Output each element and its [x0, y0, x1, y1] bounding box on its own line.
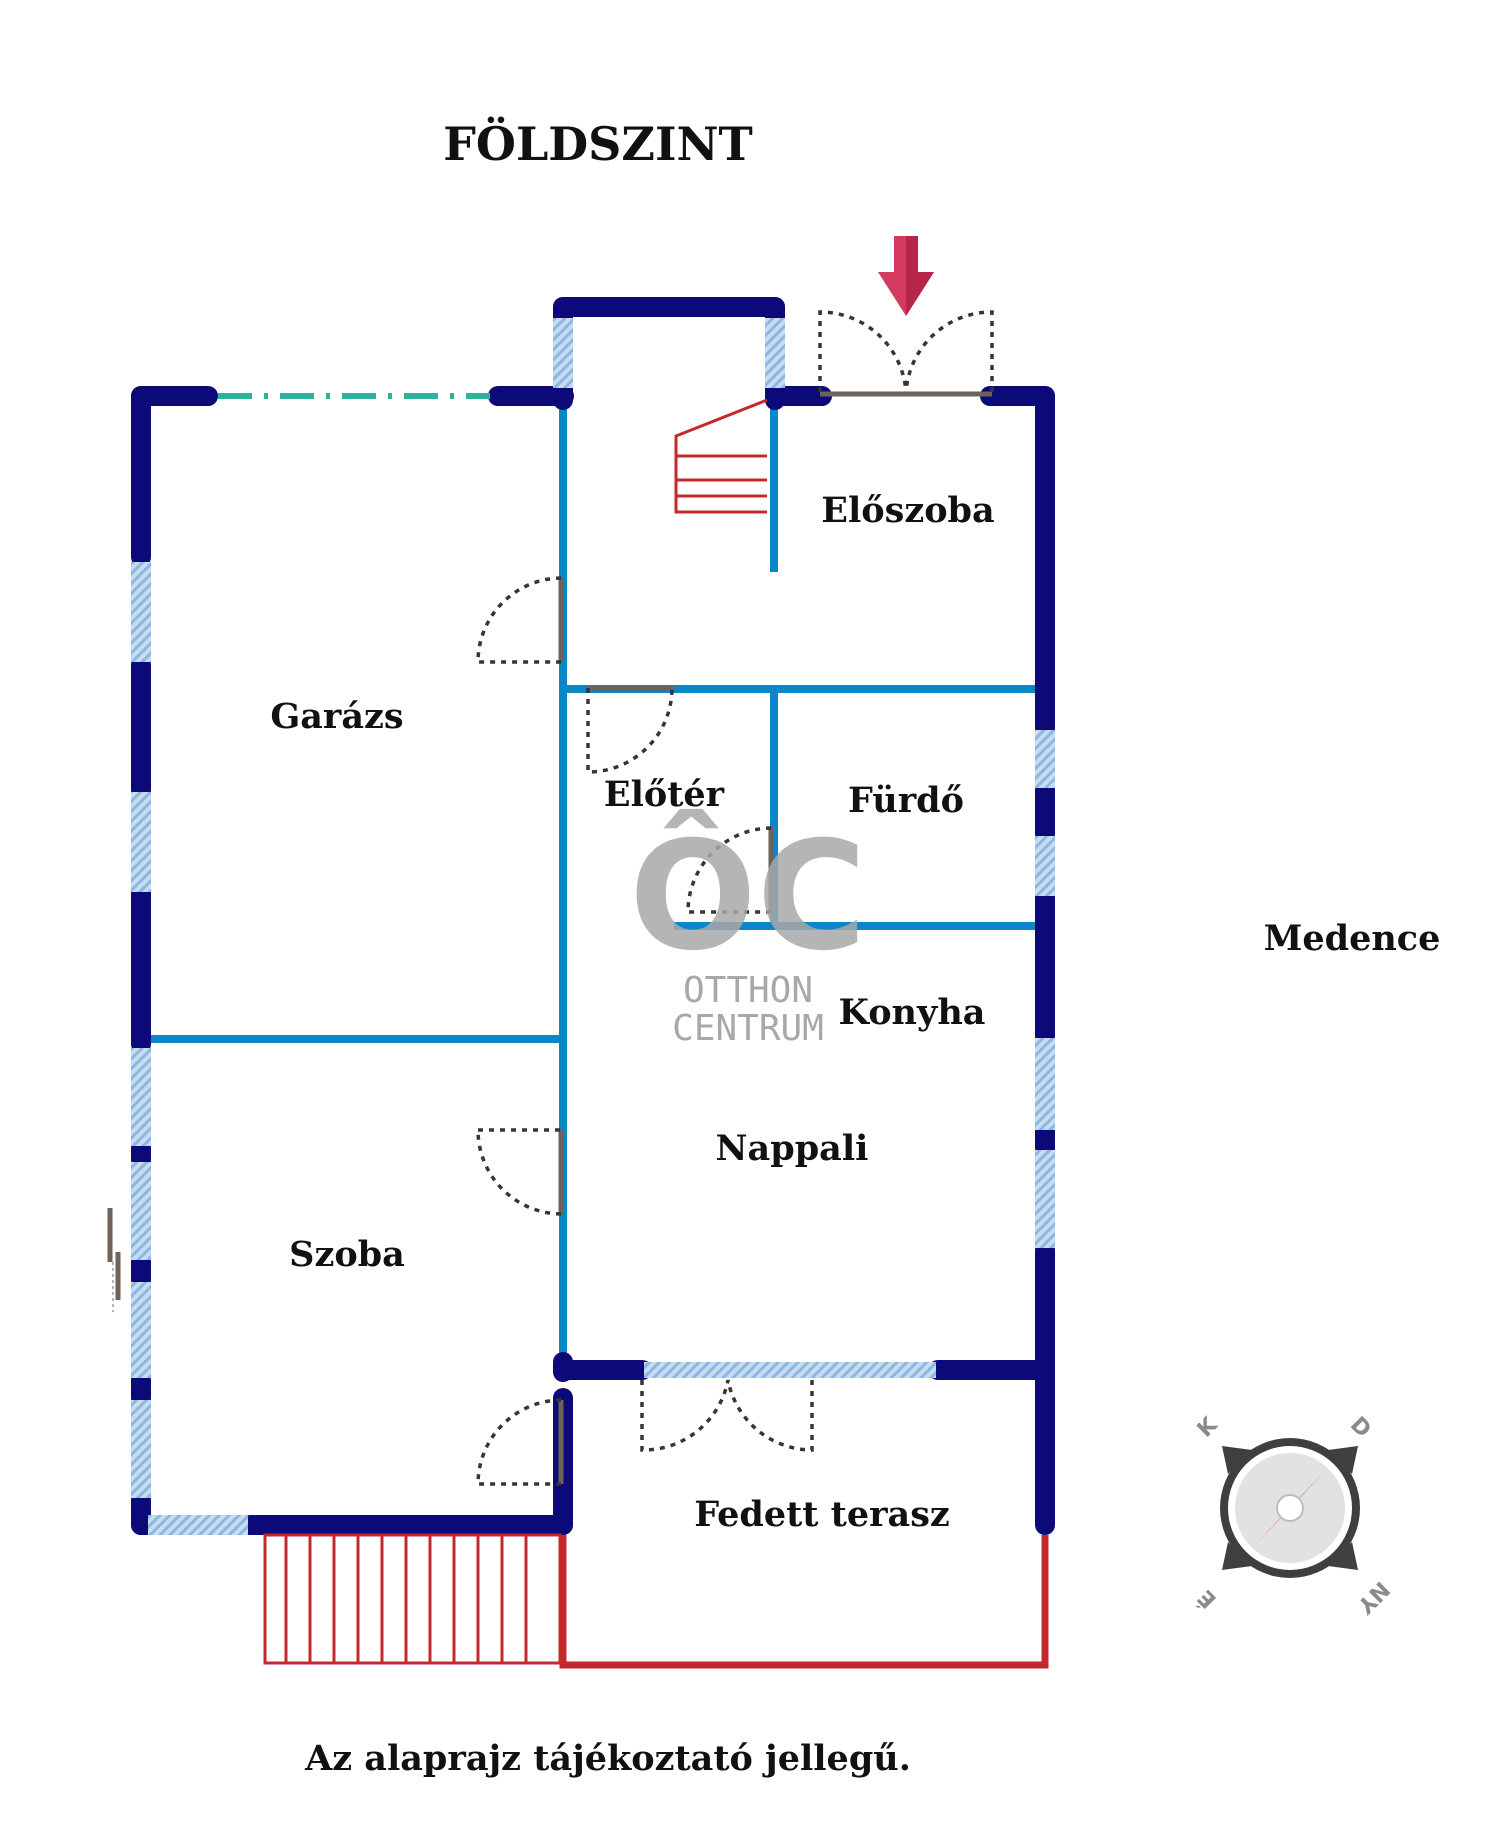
- outer-steps: [263, 1533, 562, 1665]
- compass-east: K: [1193, 1412, 1223, 1442]
- room-label-vestibule: Előtér: [604, 774, 725, 815]
- entrance-arrow-icon: [878, 236, 934, 316]
- compass-south: D: [1345, 1412, 1376, 1443]
- compass-icon: É D K NY: [1193, 1412, 1394, 1619]
- watermark-logo: ÔC: [629, 809, 867, 984]
- exterior-walls: [131, 297, 1055, 1535]
- room-label-living: Nappali: [716, 1128, 869, 1169]
- compass-north: É: [1193, 1584, 1222, 1613]
- room-label-bathroom: Fürdő: [848, 780, 964, 821]
- doors: [107, 310, 994, 1486]
- room-label-pool: Medence: [1264, 918, 1441, 959]
- windows: [131, 318, 1055, 1535]
- compass-west: NY: [1351, 1576, 1394, 1619]
- room-label-terrace: Fedett terasz: [694, 1494, 950, 1535]
- terrace-outline: [559, 1535, 1049, 1669]
- disclaimer-note: Az alaprajz tájékoztató jellegű.: [304, 1738, 911, 1779]
- room-label-garage: Garázs: [270, 696, 403, 737]
- room-label-bedroom: Szoba: [289, 1234, 405, 1275]
- room-label-kitchen: Konyha: [839, 992, 986, 1033]
- floor-title: FÖLDSZINT: [443, 116, 753, 171]
- room-label-hall: Előszoba: [821, 490, 994, 531]
- watermark-line2: CENTRUM: [672, 1008, 824, 1049]
- interior-walls: [144, 400, 1036, 1362]
- watermark-line1: OTTHON: [683, 970, 813, 1011]
- watermark: ÔC OTTHON CENTRUM: [629, 809, 867, 1049]
- staircase-inner: [674, 398, 768, 514]
